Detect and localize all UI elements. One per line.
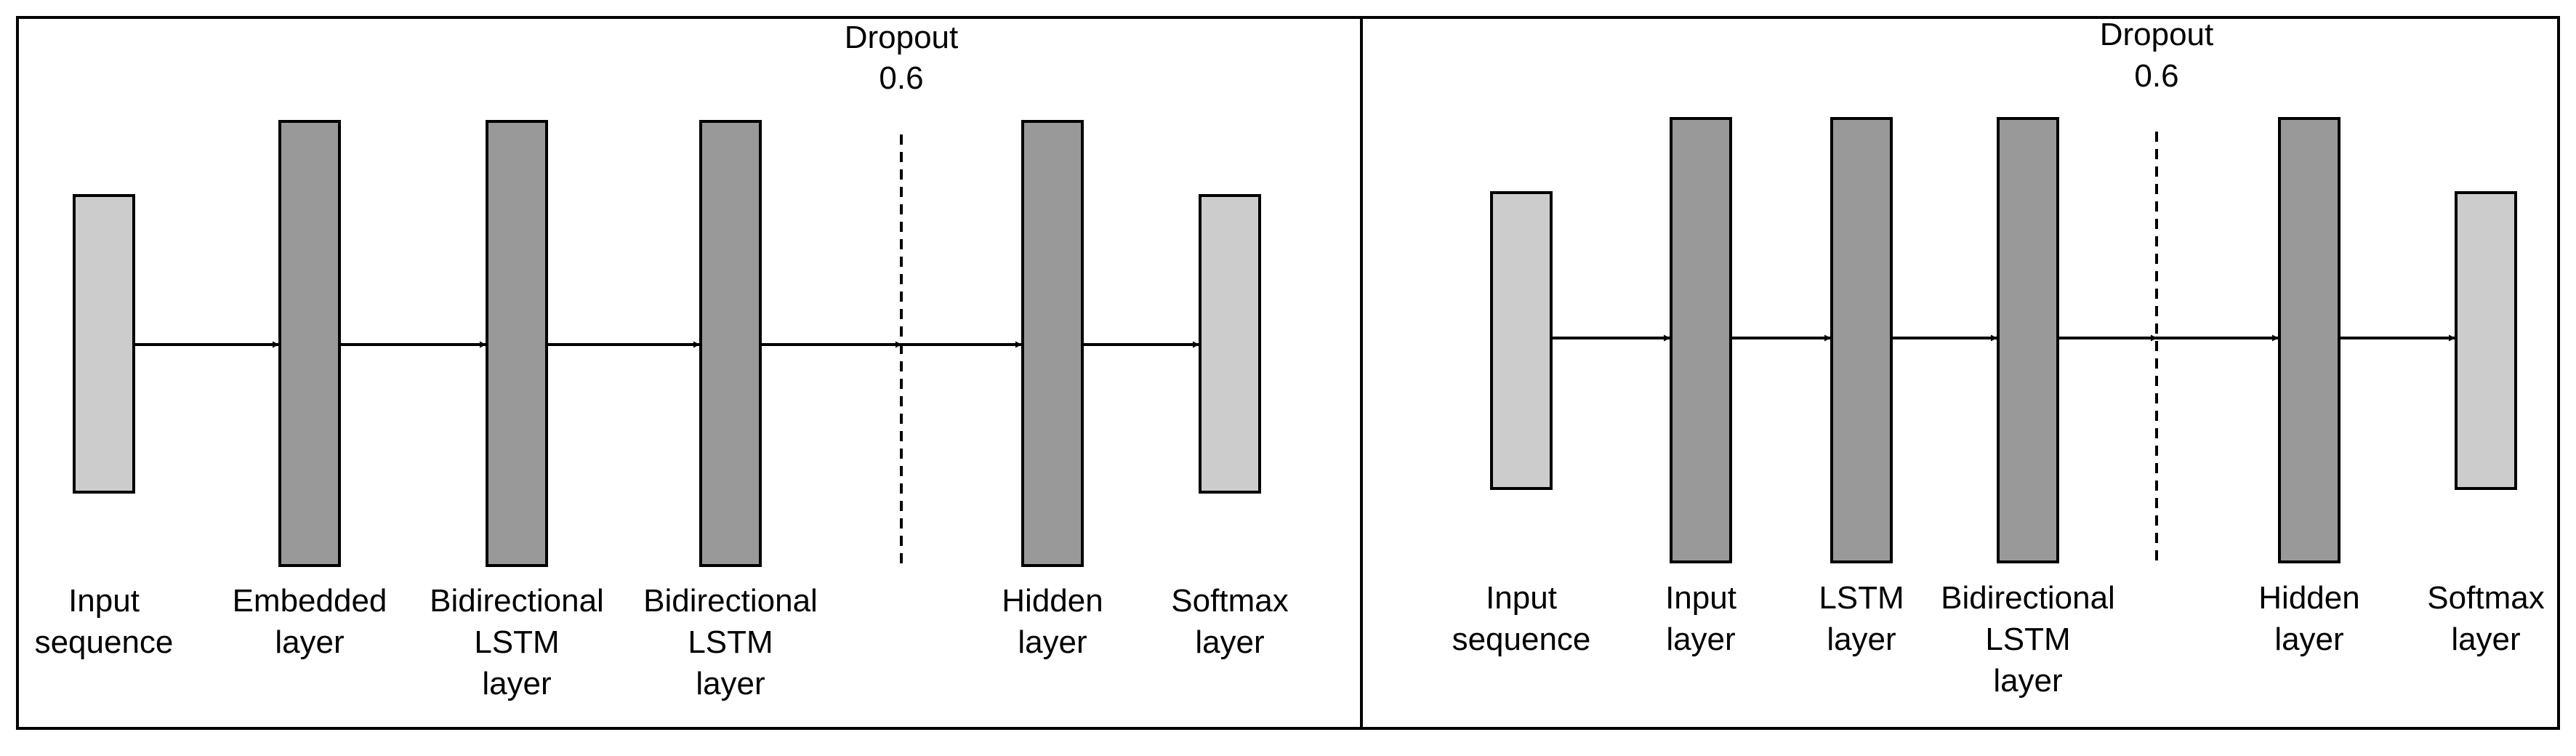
hidden-layer-label: Hidden layer bbox=[2258, 580, 2359, 657]
bidirectional-lstm-layer-block bbox=[1997, 117, 2059, 563]
dropout-title: Dropout bbox=[845, 20, 959, 55]
softmax-layer-label-line: layer bbox=[1195, 624, 1264, 660]
input-sequence-label-line: sequence bbox=[35, 624, 174, 660]
outer-frame bbox=[16, 16, 2560, 730]
input-layer-block bbox=[1670, 117, 1732, 563]
softmax-layer-label-line: layer bbox=[2451, 622, 2520, 657]
lstm-layer-label-line: layer bbox=[1827, 622, 1896, 657]
embedded-layer-label: Embedded layer bbox=[233, 583, 387, 660]
input-layer-label: Input layer bbox=[1665, 580, 1736, 657]
input-sequence-label-line: Input bbox=[68, 583, 140, 619]
input-layer-label-line: Input bbox=[1665, 580, 1736, 616]
bidirectional-lstm-layer-label-line: LSTM bbox=[1985, 622, 2070, 657]
bidirectional-lstm-layer-label-line: layer bbox=[1993, 663, 2062, 699]
hidden-layer-label: Hidden layer bbox=[1002, 583, 1103, 660]
softmax-layer-block bbox=[1199, 194, 1261, 494]
dropout-title: Dropout bbox=[2100, 17, 2214, 52]
input-sequence-label-line: Input bbox=[1486, 580, 1557, 616]
bidirectional-lstm-layer-2-label-line: Bidirectional bbox=[643, 583, 818, 619]
dropout-rate: 0.6 bbox=[879, 60, 923, 96]
bidirectional-lstm-layer-2-label-line: layer bbox=[696, 666, 765, 701]
bidirectional-lstm-layer-1-label-line: layer bbox=[482, 666, 551, 701]
bidirectional-lstm-layer-1-label-line: Bidirectional bbox=[430, 583, 604, 619]
dropout-rate: 0.6 bbox=[2134, 58, 2178, 94]
bidirectional-lstm-layer-2-label-line: LSTM bbox=[688, 624, 773, 660]
hidden-layer-label-line: layer bbox=[1018, 624, 1087, 660]
softmax-layer-label: Softmax layer bbox=[1171, 583, 1288, 660]
hidden-layer-block bbox=[1021, 120, 1084, 567]
softmax-layer-block bbox=[2455, 191, 2517, 490]
bidirectional-lstm-layer-1-block bbox=[486, 120, 548, 567]
input-layer-label-line: layer bbox=[1666, 622, 1735, 657]
hidden-layer-label-line: Hidden bbox=[2258, 580, 2359, 616]
input-sequence-label: Input sequence bbox=[35, 583, 174, 660]
lstm-layer-label: LSTM layer bbox=[1819, 580, 1904, 657]
lstm-layer-block bbox=[1830, 117, 1893, 563]
bidirectional-lstm-layer-1-label-line: LSTM bbox=[474, 624, 559, 660]
bidirectional-lstm-layer-label-line: Bidirectional bbox=[1941, 580, 2115, 616]
embedded-layer-block bbox=[278, 120, 341, 567]
hidden-layer-block bbox=[2278, 117, 2340, 563]
hidden-layer-label-line: layer bbox=[2274, 622, 2343, 657]
input-sequence-label-line: sequence bbox=[1452, 622, 1591, 657]
hidden-layer-label-line: Hidden bbox=[1002, 583, 1103, 619]
embedded-layer-label-line: layer bbox=[275, 624, 344, 660]
softmax-layer-label-line: Softmax bbox=[1171, 583, 1288, 619]
embedded-layer-label-line: Embedded bbox=[233, 583, 387, 619]
bidirectional-lstm-layer-2-block bbox=[699, 120, 762, 567]
input-sequence-label: Input sequence bbox=[1452, 580, 1591, 657]
softmax-layer-label-line: Softmax bbox=[2427, 580, 2544, 616]
lstm-layer-label-line: LSTM bbox=[1819, 580, 1904, 616]
input-sequence-block bbox=[73, 194, 135, 494]
softmax-layer-label: Softmax layer bbox=[2427, 580, 2544, 657]
input-sequence-block bbox=[1490, 191, 1553, 490]
